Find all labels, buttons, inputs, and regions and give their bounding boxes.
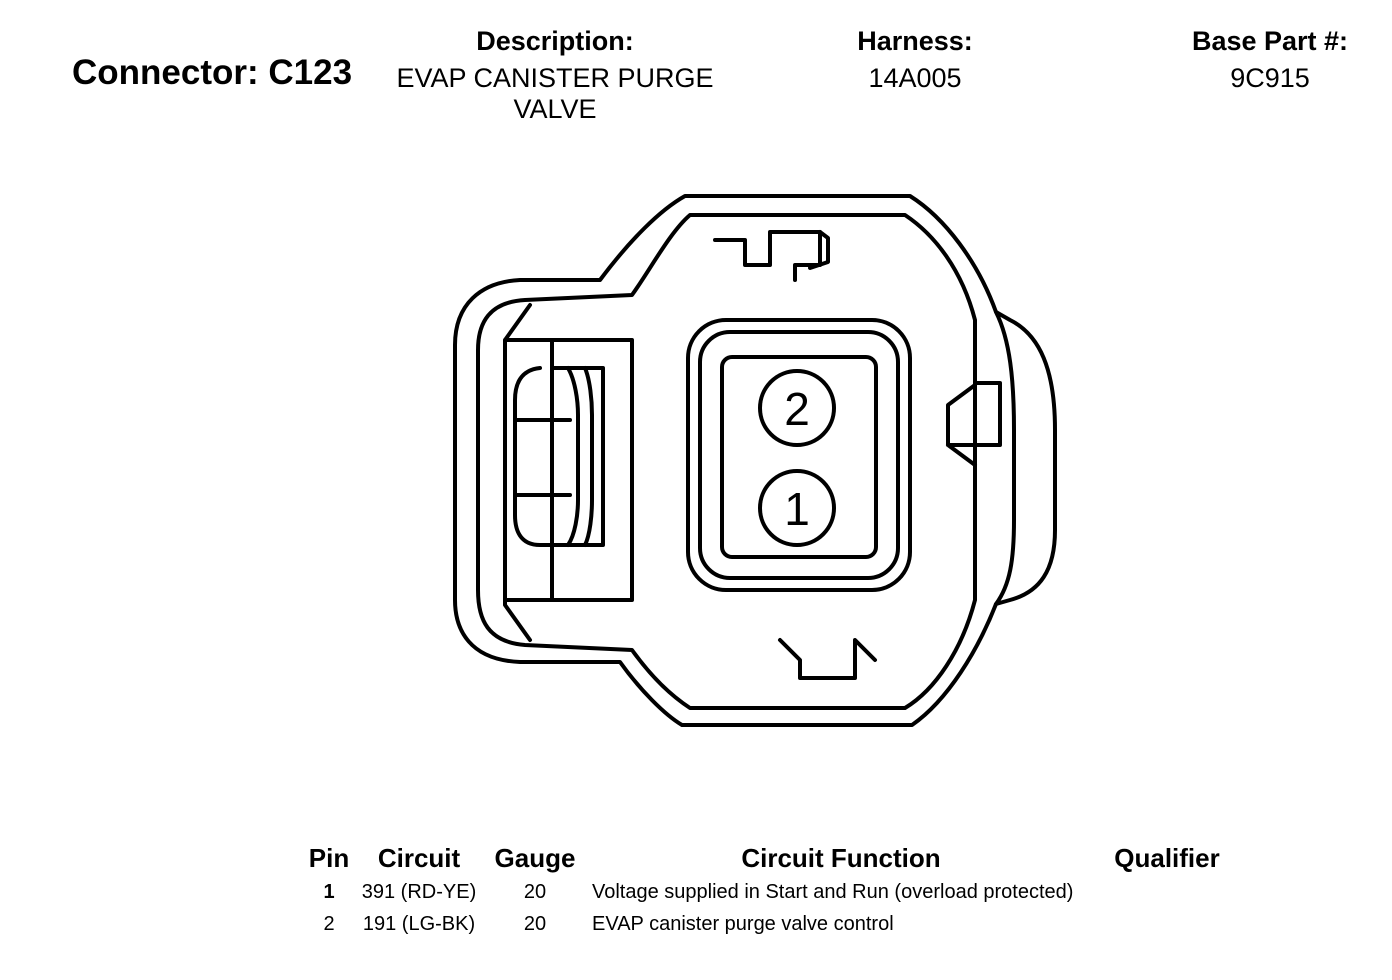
header-circuit: Circuit: [377, 843, 461, 873]
row-circuit: 391 (RD-YE): [361, 881, 477, 903]
row-function: EVAP canister purge valve control: [592, 913, 894, 935]
header-pin: Pin: [308, 843, 350, 873]
pin-2-label: 2: [784, 383, 810, 435]
connector-title: Connector: C123: [72, 53, 353, 92]
connector-inner-contour: [476, 213, 977, 710]
top-key-right: [808, 230, 830, 270]
description-label: Description:: [476, 26, 634, 56]
pin-table-header: Pin Circuit Gauge Circuit Function Quali…: [300, 843, 1242, 878]
base-part-value: 9C915: [1230, 63, 1310, 93]
right-key-notch: [946, 381, 1002, 467]
row-pin: 1: [323, 881, 335, 903]
cavity-frame-mid: [698, 330, 900, 580]
header-gauge: Gauge: [494, 843, 576, 873]
connector-face-diagram: 2 1: [453, 194, 1057, 727]
cavity-frame-outer: [686, 318, 912, 592]
left-latch-outline: [503, 303, 634, 642]
pin-2-cavity: [758, 369, 836, 447]
row-gauge: 20: [523, 913, 547, 935]
connector-outer-housing: [453, 194, 1057, 727]
cavity-frame-inner: [720, 355, 878, 559]
pin-table: Pin Circuit Gauge Circuit Function Quali…: [300, 843, 1242, 942]
right-latch-outline: [994, 310, 1016, 606]
row-qualifier: [1092, 910, 1242, 942]
bottom-key: [778, 638, 877, 680]
top-key: [713, 230, 822, 282]
description-value: EVAP CANISTER PURGE VALVE: [396, 63, 714, 124]
base-part-label: Base Part #:: [1191, 26, 1349, 56]
harness-label: Harness:: [857, 26, 973, 56]
row-gauge: 20: [523, 881, 547, 903]
row-circuit: 191 (LG-BK): [362, 913, 476, 935]
latch-lever: [513, 366, 605, 547]
header-qualifier: Qualifier: [1114, 843, 1220, 873]
harness-value: 14A005: [868, 63, 962, 93]
row-pin: 2: [323, 913, 335, 935]
header-function: Circuit Function: [741, 843, 941, 873]
table-row: 2 191 (LG-BK) 20 EVAP canister purge val…: [300, 910, 1242, 942]
table-row: 1 391 (RD-YE) 20 Voltage supplied in Sta…: [300, 878, 1242, 910]
pin-1-cavity: [758, 469, 836, 547]
pin-1-label: 1: [784, 483, 810, 535]
row-qualifier: [1092, 878, 1242, 910]
row-function: Voltage supplied in Start and Run (overl…: [592, 881, 1074, 903]
